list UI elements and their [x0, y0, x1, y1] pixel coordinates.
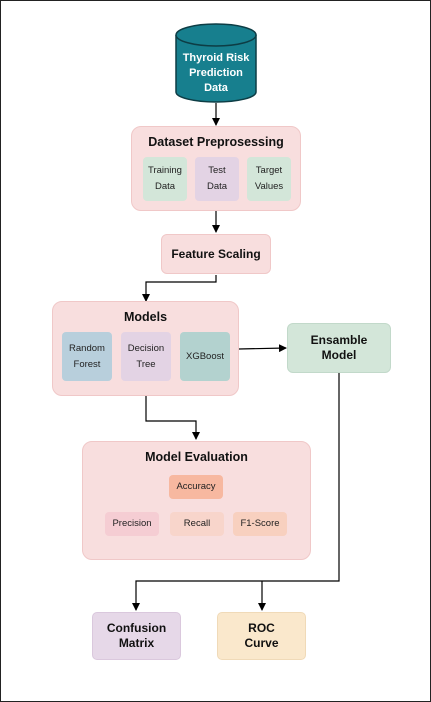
- feature-scaling-label: Feature Scaling: [171, 247, 261, 261]
- source-line-1: Thyroid Risk: [182, 52, 250, 64]
- source-line-3: Data: [204, 82, 228, 94]
- model-evaluation-group: Model Evaluation: [82, 441, 311, 560]
- precision-chip: Precision: [105, 512, 159, 536]
- f1-score-chip: F1-Score: [233, 512, 287, 536]
- xgboost-chip: XGBoost: [180, 332, 230, 381]
- source-label: Thyroid Risk Prediction Data: [176, 51, 256, 96]
- arrow-scaling-to-models: [142, 275, 217, 302]
- feature-scaling-box: Feature Scaling: [161, 234, 271, 274]
- preprocessing-title: Dataset Preprosessing: [148, 135, 284, 149]
- models-title: Models: [123, 310, 168, 324]
- accuracy-chip: Accuracy: [169, 475, 223, 499]
- arrow-models-to-evaluation: [145, 396, 200, 440]
- recall-chip: Recall: [170, 512, 224, 536]
- source-line-2: Prediction: [189, 67, 243, 79]
- model-evaluation-title: Model Evaluation: [145, 450, 248, 464]
- arrow-models-to-ensemble: [238, 344, 287, 353]
